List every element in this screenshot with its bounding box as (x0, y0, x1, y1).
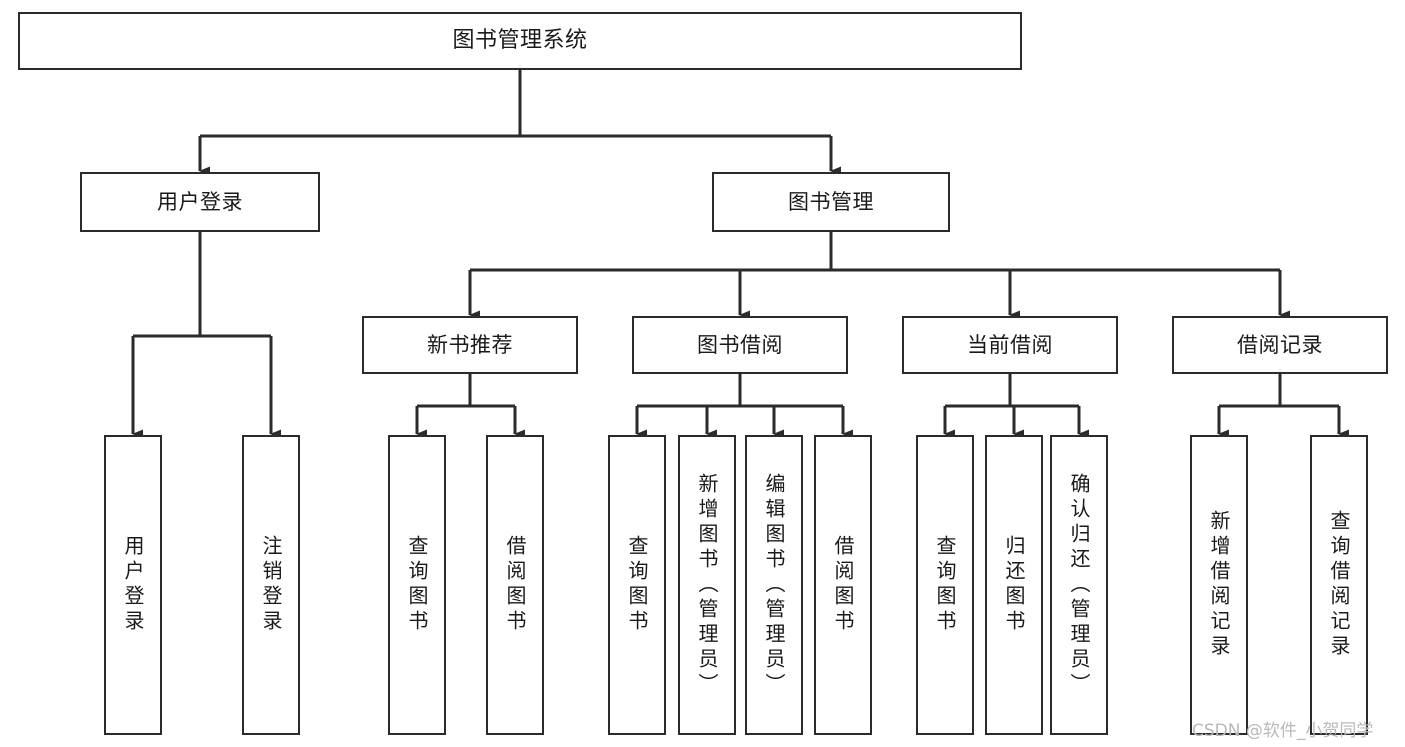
node-label: 新增图书（管理员） (695, 472, 719, 698)
node-leaf-confirm-return[interactable]: 确认归还（管理员） (1050, 435, 1108, 735)
node-label: 归还图书 (1002, 535, 1026, 635)
node-label: 查询图书 (405, 535, 429, 635)
node-new-book-rec[interactable]: 新书推荐 (362, 316, 578, 374)
node-user-login[interactable]: 用户登录 (80, 172, 320, 232)
node-current-borrow[interactable]: 当前借阅 (902, 316, 1118, 374)
node-leaf-return-book[interactable]: 归还图书 (985, 435, 1043, 735)
node-label: 查询图书 (625, 535, 649, 635)
node-leaf-borrow-book[interactable]: 借阅图书 (814, 435, 872, 735)
node-label: 查询借阅记录 (1327, 510, 1351, 660)
node-label: 借阅记录 (1237, 332, 1323, 357)
node-leaf-logout[interactable]: 注销登录 (242, 435, 300, 735)
node-leaf-query-book-cur[interactable]: 查询图书 (916, 435, 974, 735)
node-leaf-add-book[interactable]: 新增图书（管理员） (678, 435, 736, 735)
node-label: 确认归还（管理员） (1067, 472, 1091, 698)
node-leaf-query-book-rec[interactable]: 查询图书 (388, 435, 446, 735)
node-leaf-borrow-book-rec[interactable]: 借阅图书 (486, 435, 544, 735)
node-label: 注销登录 (259, 535, 283, 635)
node-label: 用户登录 (157, 189, 243, 214)
node-label: 新增借阅记录 (1207, 510, 1231, 660)
node-label: 图书借阅 (697, 332, 783, 357)
node-book-borrow[interactable]: 图书借阅 (632, 316, 848, 374)
node-label: 用户登录 (121, 535, 145, 635)
node-root[interactable]: 图书管理系统 (18, 12, 1022, 70)
node-leaf-add-record[interactable]: 新增借阅记录 (1190, 435, 1248, 735)
node-leaf-edit-book[interactable]: 编辑图书（管理员） (745, 435, 803, 735)
node-label: 编辑图书（管理员） (762, 472, 786, 698)
node-label: 借阅图书 (831, 535, 855, 635)
node-label: 查询图书 (933, 535, 957, 635)
node-label: 当前借阅 (967, 332, 1053, 357)
node-borrow-record[interactable]: 借阅记录 (1172, 316, 1388, 374)
connector-lines (131, 70, 1349, 439)
node-label: 借阅图书 (503, 535, 527, 635)
node-label: 新书推荐 (427, 332, 513, 357)
node-leaf-query-book-borrow[interactable]: 查询图书 (608, 435, 666, 735)
node-book-manage[interactable]: 图书管理 (712, 172, 950, 232)
node-leaf-user-login[interactable]: 用户登录 (104, 435, 162, 735)
node-label: 图书管理系统 (452, 28, 588, 54)
node-leaf-query-record[interactable]: 查询借阅记录 (1310, 435, 1368, 735)
watermark-label: CSDN @软件_小贺同学 (1192, 721, 1374, 741)
node-label: 图书管理 (788, 189, 874, 214)
